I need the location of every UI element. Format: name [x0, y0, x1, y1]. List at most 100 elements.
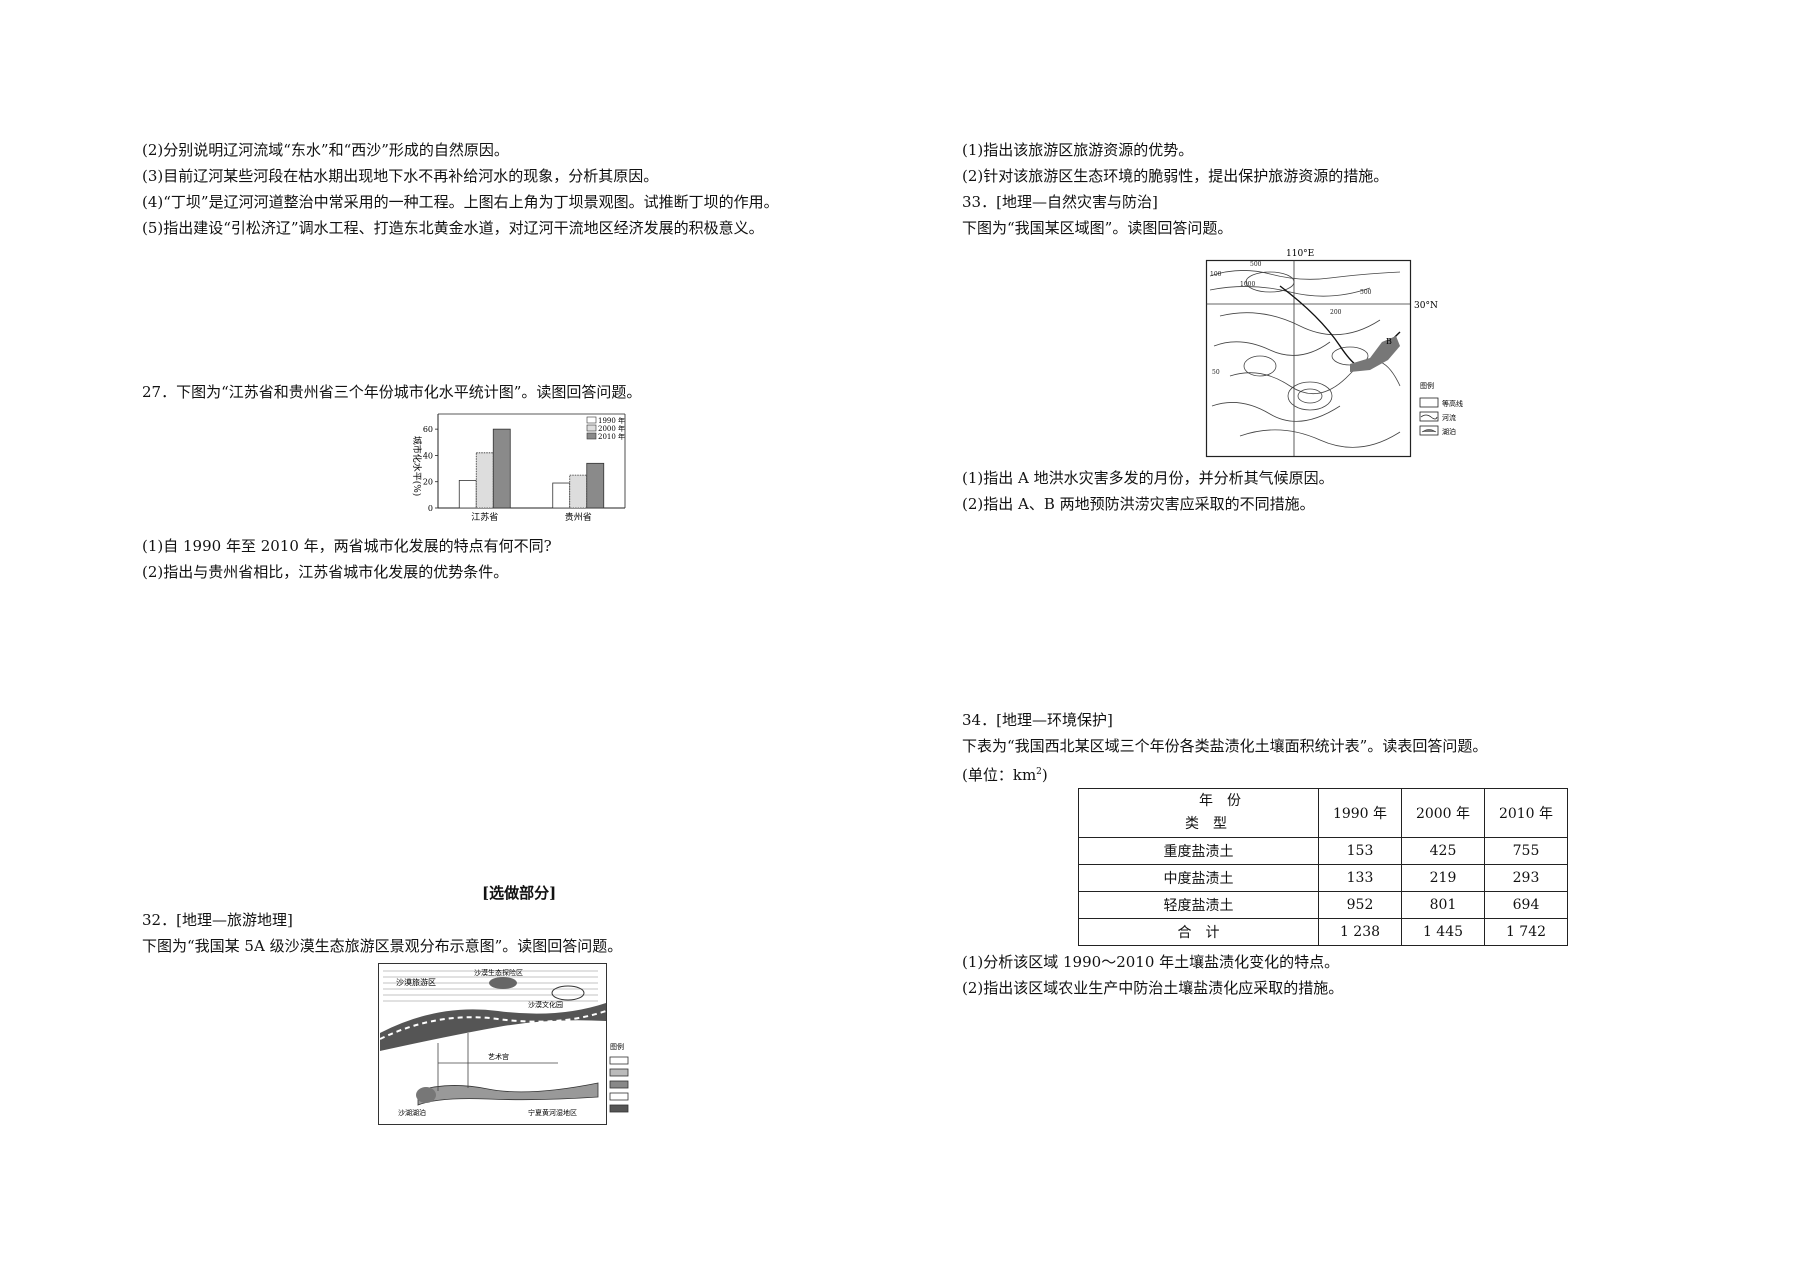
table-header-row: 年 份 类 型 1990 年 2000 年 2010 年: [1078, 788, 1568, 838]
header-type-label: 类 型: [1185, 816, 1227, 832]
q33-question2: (2)指出 A、B 两地预防洪涝灾害应采取的不同措施。: [962, 495, 1315, 513]
table-row: 轻度盐渍土 952 801 694: [1078, 891, 1568, 919]
q34-intro: 下表为“我国西北某区域三个年份各类盐渍化土壤面积统计表”。读表回答问题。: [962, 737, 1488, 755]
table-cell: 1 742: [1484, 918, 1568, 946]
map-legend: [609, 1056, 629, 1113]
table-row: 中度盐渍土 133 219 293: [1078, 864, 1568, 892]
chart-legend-label: 1990 年: [598, 416, 625, 425]
q32-question2: (2)针对该旅游区生态环境的脆弱性，提出保护旅游资源的措施。: [962, 167, 1389, 185]
q26-part5: (5)指出建设“引松济辽”调水工程、打造东北黄金水道，对辽河干流地区经济发展的积…: [142, 219, 764, 237]
q27-intro: 27．下图为“江苏省和贵州省三个年份城市化水平统计图”。读图回答问题。: [142, 383, 642, 401]
svg-text:湖泊: 湖泊: [1442, 427, 1456, 436]
table-cell: 133: [1318, 864, 1402, 892]
header-year-cell: 2000 年: [1401, 788, 1485, 838]
row-label: 轻度盐渍土: [1078, 891, 1319, 919]
svg-text:等高线: 等高线: [1442, 399, 1463, 408]
q27-question2: (2)指出与贵州省相比，江苏省城市化发展的优势条件。: [142, 563, 509, 581]
yellow-river: [417, 1082, 599, 1106]
q34-title: 34．[地理—环境保护]: [962, 711, 1113, 729]
svg-text:100: 100: [1210, 271, 1222, 278]
lake-shape: [489, 977, 517, 989]
chart-category-label: 贵州省: [565, 511, 592, 523]
table-cell: 952: [1318, 891, 1402, 919]
saline-soil-table: 年 份 类 型 1990 年 2000 年 2010 年 重度盐渍土 153 4…: [1078, 788, 1568, 946]
q26-part3: (3)目前辽河某些河段在枯水期出现地下水不再补给河水的现象，分析其原因。: [142, 167, 659, 185]
table-cell: 801: [1401, 891, 1485, 919]
q33-question1: (1)指出 A 地洪水灾害多发的月份，并分析其气候原因。: [962, 469, 1334, 487]
table-cell: 755: [1484, 837, 1568, 865]
chart-legend-label: 2000 年: [598, 424, 625, 433]
row-label: 中度盐渍土: [1078, 864, 1319, 892]
chart-y-axis-label: 城市化水平(%): [411, 436, 423, 497]
table-cell: 293: [1484, 864, 1568, 892]
lake-shape: [416, 1087, 436, 1103]
chart-y-tick-label: 0: [428, 504, 433, 513]
chart-bar: [458, 480, 477, 509]
lake-shape: [551, 985, 585, 1001]
q32-intro: 下图为“我国某 5A 级沙漠生态旅游区景观分布示意图”。读图回答问题。: [142, 937, 623, 955]
svg-text:50: 50: [1212, 369, 1220, 376]
roads: [437, 1033, 558, 1091]
longitude-label: 110°E: [1286, 249, 1314, 259]
map-frame: [378, 963, 607, 1125]
railway-band: [380, 1003, 606, 1051]
map-label: 沙湖湖泊: [398, 1108, 426, 1117]
q34-question1: (1)分析该区域 1990～2010 年土壤盐渍化变化的特点。: [962, 953, 1340, 971]
q33-intro: 下图为“我国某区域图”。读图回答问题。: [962, 219, 1233, 237]
chart-bar: [492, 428, 511, 509]
point-b-label: B: [1386, 337, 1392, 346]
section-title: [选做部分]: [482, 884, 557, 902]
contour-labels: 100 500 1000 200 500 50: [1210, 261, 1372, 376]
map-label: 艺术宫: [488, 1052, 509, 1061]
q32-question1: (1)指出该旅游区旅游资源的优势。: [962, 141, 1194, 159]
table-cell: 219: [1401, 864, 1485, 892]
table-row: 合 计 1 238 1 445 1 742: [1078, 918, 1568, 946]
table-cell: 1 238: [1318, 918, 1402, 946]
q27-question1: (1)自 1990 年至 2010 年，两省城市化发展的特点有何不同?: [142, 537, 552, 555]
svg-text:500: 500: [1360, 289, 1372, 296]
svg-text:500: 500: [1250, 261, 1262, 268]
header-year-label: 年 份: [1199, 793, 1241, 809]
chart-y-tick-label: 60: [423, 425, 433, 434]
latitude-label: 30°N: [1414, 301, 1438, 311]
chart-bar: [475, 452, 494, 509]
map-label: 沙漠旅游区: [396, 977, 436, 987]
q32-title: 32．[地理—旅游地理]: [142, 911, 293, 929]
chart-legend-swatch: [586, 416, 597, 424]
svg-text:200: 200: [1330, 309, 1342, 316]
chart-bar: [552, 482, 571, 509]
map-label: 沙漠文化园: [528, 1000, 563, 1009]
map-label: 宁夏黄河湿地区: [528, 1108, 577, 1117]
q34-unit: (单位：km2): [962, 766, 1048, 784]
chart-y-tick-label: 40: [423, 451, 433, 460]
chart-y-tick-label: 20: [423, 478, 433, 487]
chart-category-label: 江苏省: [471, 511, 498, 523]
chart-bar: [569, 474, 588, 509]
q26-part4: (4)“丁坝”是辽河河道整治中常采用的一种工程。上图右上角为丁坝景观图。试推断丁…: [142, 193, 779, 211]
table-row: 重度盐渍土 153 425 755: [1078, 837, 1568, 865]
svg-text:1000: 1000: [1240, 281, 1255, 288]
legend-title: 图例: [610, 1042, 624, 1051]
lake-area: [1350, 336, 1400, 372]
legend-title: 图例: [1420, 381, 1434, 390]
desert-tourism-map: 沙漠旅游区 沙漠生态探险区 沙漠文化园 宁夏黄河湿地区 艺术宫 沙湖湖泊 图例: [378, 963, 629, 1125]
regional-contour-map: 110°E 30°N B 100 500 1000 200 500: [1205, 249, 1463, 458]
q26-part2: (2)分别说明辽河流域“东水”和“西沙”形成的自然原因。: [142, 141, 509, 159]
header-year-cell: 1990 年: [1318, 788, 1402, 838]
table-cell: 1 445: [1401, 918, 1485, 946]
chart-legend-swatch: [586, 424, 597, 432]
q33-title: 33．[地理—自然灾害与防治]: [962, 193, 1158, 211]
map-label: 沙漠生态探险区: [474, 968, 523, 977]
header-year-cell: 2010 年: [1484, 788, 1568, 838]
table-cell: 694: [1484, 891, 1568, 919]
contour-lines: [1209, 270, 1401, 448]
table-cell: 153: [1318, 837, 1402, 865]
chart-legend-swatch: [586, 432, 597, 440]
chart-bar: [586, 462, 605, 509]
row-label: 合 计: [1078, 918, 1319, 946]
chart-legend-label: 2010 年: [598, 432, 625, 441]
row-label: 重度盐渍土: [1078, 837, 1319, 865]
table-cell: 425: [1401, 837, 1485, 865]
svg-text:河流: 河流: [1442, 413, 1456, 422]
